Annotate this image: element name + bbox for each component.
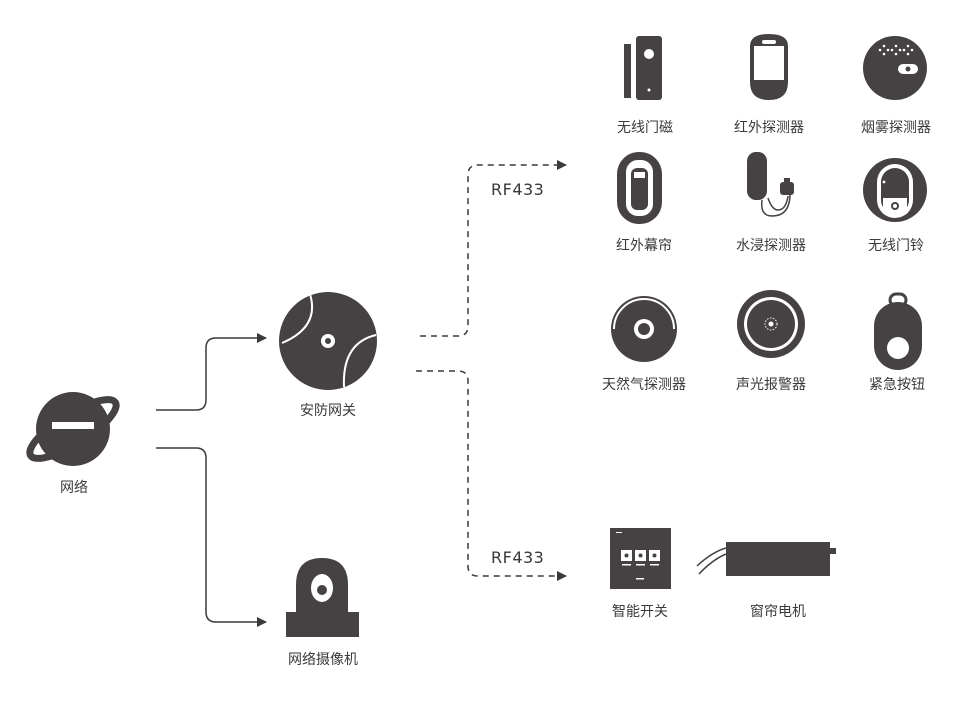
infrared-curtain-icon: [617, 152, 662, 224]
connector-network-gateway: [156, 333, 267, 411]
sensor-label-gas-detector: 天然气探测器: [602, 377, 686, 393]
door-magnet-icon: [624, 36, 662, 100]
sensor-label-infrared-detector: 红外探测器: [734, 120, 804, 136]
curtain-motor-icon: [696, 542, 836, 576]
smoke-detector-icon: [863, 36, 927, 100]
connector-network-camera: [156, 447, 267, 627]
water-leak-detector-icon: [747, 152, 794, 217]
security-gateway-icon: [279, 292, 377, 390]
sensor-label-emergency-button: 紧急按钮: [869, 377, 925, 393]
connector-gateway-actuators: [416, 370, 567, 581]
sensor-label-door-magnet: 无线门磁: [617, 120, 673, 136]
network-camera-icon: [286, 558, 359, 637]
internet-explorer-icon: [26, 392, 120, 466]
protocol-label-upper: RF433: [491, 180, 545, 199]
camera-label: 网络摄像机: [288, 652, 358, 668]
emergency-button-icon: [874, 292, 922, 370]
sensor-label-smoke-detector: 烟雾探测器: [861, 120, 931, 136]
actuator-label-curtain-motor: 窗帘电机: [750, 604, 806, 620]
wireless-doorbell-icon: [863, 158, 927, 222]
gas-detector-icon: [611, 296, 677, 362]
actuator-label-smart-switch: 智能开关: [612, 604, 668, 620]
gateway-label: 安防网关: [300, 403, 356, 419]
sensor-label-water-leak: 水浸探测器: [736, 238, 806, 254]
sensor-label-doorbell: 无线门铃: [868, 238, 924, 254]
protocol-label-lower: RF433: [491, 548, 545, 567]
infrared-detector-icon: [750, 34, 788, 100]
sensor-label-infrared-curtain: 红外幕帘: [616, 238, 672, 254]
sensor-label-siren: 声光报警器: [736, 377, 806, 393]
siren-alarm-icon: [737, 290, 805, 358]
smart-switch-icon: [610, 528, 671, 589]
network-label: 网络: [60, 480, 88, 496]
